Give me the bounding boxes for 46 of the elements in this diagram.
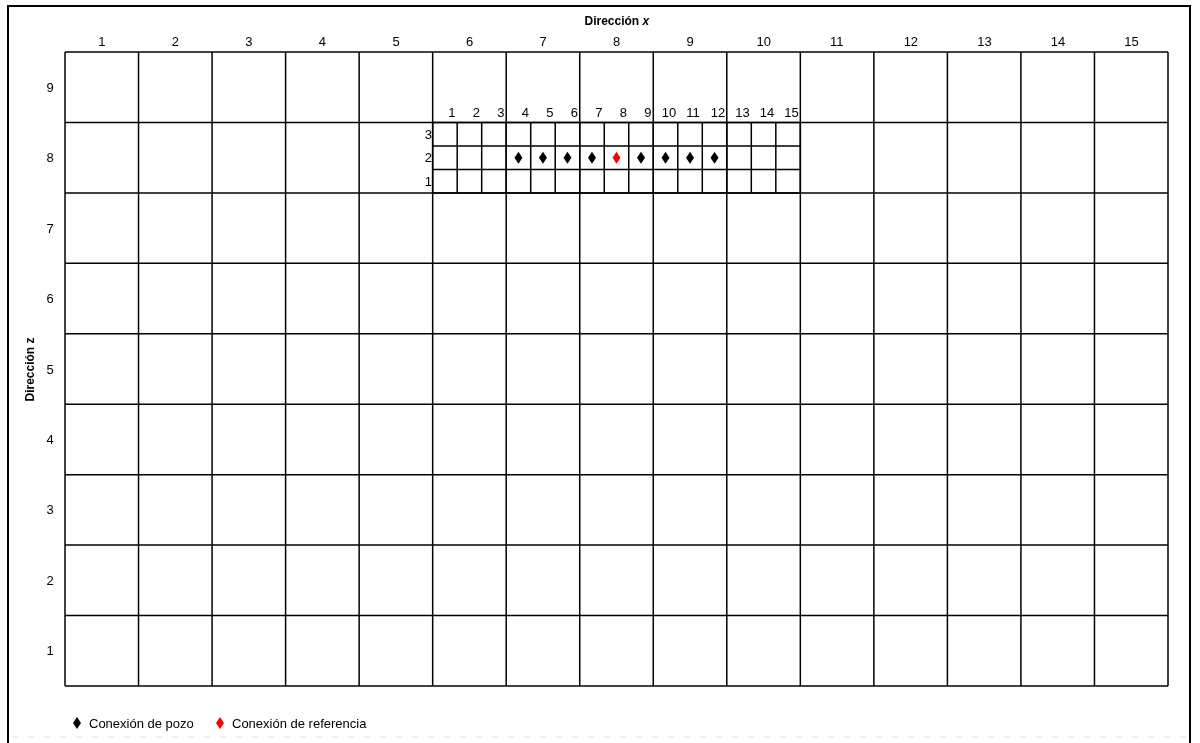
row-number: 7 (46, 220, 54, 236)
row-number: 9 (46, 79, 54, 95)
refined-column-number: 10 (661, 104, 677, 120)
column-number: 5 (392, 33, 400, 49)
row-number: 6 (46, 291, 54, 307)
refined-column-number: 6 (570, 104, 578, 120)
refined-column-number: 4 (521, 104, 529, 120)
refined-column-number: 7 (595, 104, 603, 120)
row-number: 4 (46, 431, 54, 447)
column-number: 14 (1050, 33, 1066, 49)
legend-label: Conexión de referencia (232, 715, 367, 731)
refined-column-number: 15 (784, 104, 799, 120)
refined-row-number: 3 (424, 126, 432, 142)
row-number: 2 (46, 572, 54, 588)
refined-column-number: 5 (546, 104, 554, 120)
refined-column-number: 12 (710, 104, 726, 120)
column-number: 10 (756, 33, 772, 49)
refined-column-number: 1 (448, 104, 456, 120)
row-number: 5 (46, 361, 54, 377)
refined-column-number: 8 (619, 104, 627, 120)
column-number: 12 (903, 33, 919, 49)
refined-column-number: 3 (497, 104, 505, 120)
row-number: 1 (46, 643, 54, 659)
column-number: 8 (613, 33, 621, 49)
refined-row-number: 1 (424, 173, 432, 189)
row-number: 8 (46, 150, 54, 166)
row-number: 3 (46, 502, 54, 518)
refined-column-number: 9 (644, 104, 652, 120)
refined-column-number: 2 (472, 104, 480, 120)
column-number: 1 (98, 33, 106, 49)
column-number: 11 (830, 33, 844, 49)
column-number: 4 (318, 33, 327, 49)
refined-row-number: 2 (424, 150, 432, 166)
legend-label: Conexión de pozo (89, 715, 194, 731)
column-number: 2 (171, 33, 180, 49)
column-number: 9 (686, 33, 694, 49)
refined-column-number: 11 (686, 104, 700, 120)
column-number: 3 (245, 33, 253, 49)
column-number: 6 (465, 33, 474, 49)
refined-column-number: 13 (735, 104, 750, 120)
axis-title: Dirección x (584, 13, 650, 29)
refined-column-number: 14 (759, 104, 775, 120)
column-number: 7 (539, 33, 547, 49)
column-number: 13 (977, 33, 992, 49)
column-number: 15 (1124, 33, 1139, 49)
axis-title: Dirección z (22, 337, 38, 401)
